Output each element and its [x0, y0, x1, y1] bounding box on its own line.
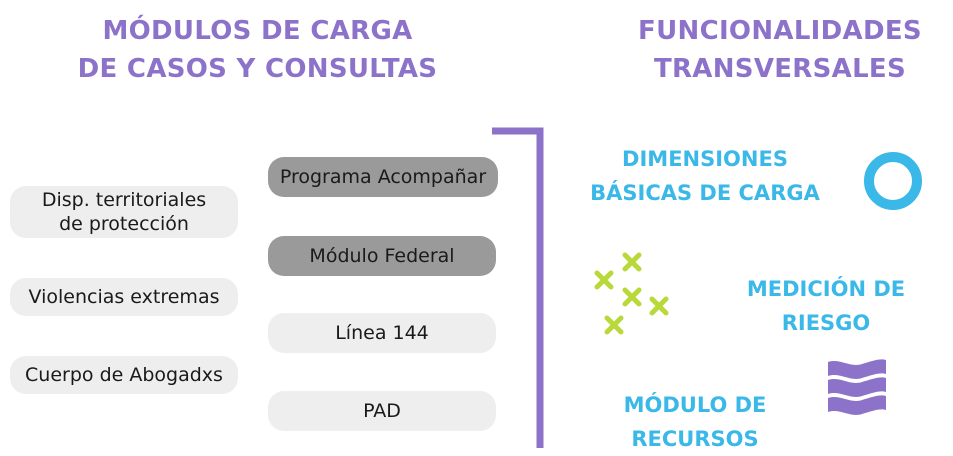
feature-medicion-riesgo: MEDICIÓN DE RIESGO — [700, 272, 952, 340]
left-heading-line1: MÓDULOS DE CARGA — [102, 16, 413, 46]
module-label: Módulo Federal — [309, 245, 455, 267]
module-programa-acompanar: Programa Acompañar — [268, 157, 498, 197]
bracket — [492, 127, 544, 448]
module-label: PAD — [363, 400, 401, 422]
feature-label: RECURSOS — [631, 427, 759, 451]
module-label: Programa Acompañar — [279, 166, 487, 188]
waves-icon — [828, 359, 886, 415]
module-label: de protección — [59, 213, 189, 235]
module-pad: PAD — [268, 391, 496, 431]
module-disp-territoriales: Disp. territoriales de protección — [10, 186, 238, 238]
module-label: Línea 144 — [335, 322, 429, 344]
feature-label: MÓDULO DE — [623, 393, 767, 417]
module-violencias-extremas: Violencias extremas — [10, 278, 238, 316]
left-heading-line2: DE CASOS Y CONSULTAS — [77, 54, 438, 84]
module-linea-144: Línea 144 — [268, 313, 496, 353]
feature-label: MEDICIÓN DE RIESGO — [746, 277, 906, 335]
module-cuerpo-abogadxs: Cuerpo de Abogadxs — [10, 356, 238, 394]
feature-label: BÁSICAS DE CARGA — [590, 181, 820, 205]
module-label: Disp. territoriales — [41, 189, 207, 211]
right-heading: FUNCIONALIDADES TRANSVERSALES — [620, 12, 940, 88]
crosses-icon — [594, 252, 669, 335]
feature-modulo-recursos: MÓDULO DE RECURSOS — [600, 388, 790, 456]
module-label: Cuerpo de Abogadxs — [25, 364, 223, 386]
module-label: Violencias extremas — [28, 286, 220, 308]
ring-icon — [864, 152, 922, 210]
feature-label: DIMENSIONES — [622, 147, 788, 171]
right-heading-line2: TRANSVERSALES — [653, 54, 907, 84]
feature-dimensiones: DIMENSIONES BÁSICAS DE CARGA — [585, 142, 825, 210]
left-heading: MÓDULOS DE CARGA DE CASOS Y CONSULTAS — [60, 12, 455, 88]
module-modulo-federal: Módulo Federal — [268, 236, 496, 276]
right-heading-line1: FUNCIONALIDADES — [638, 16, 922, 46]
